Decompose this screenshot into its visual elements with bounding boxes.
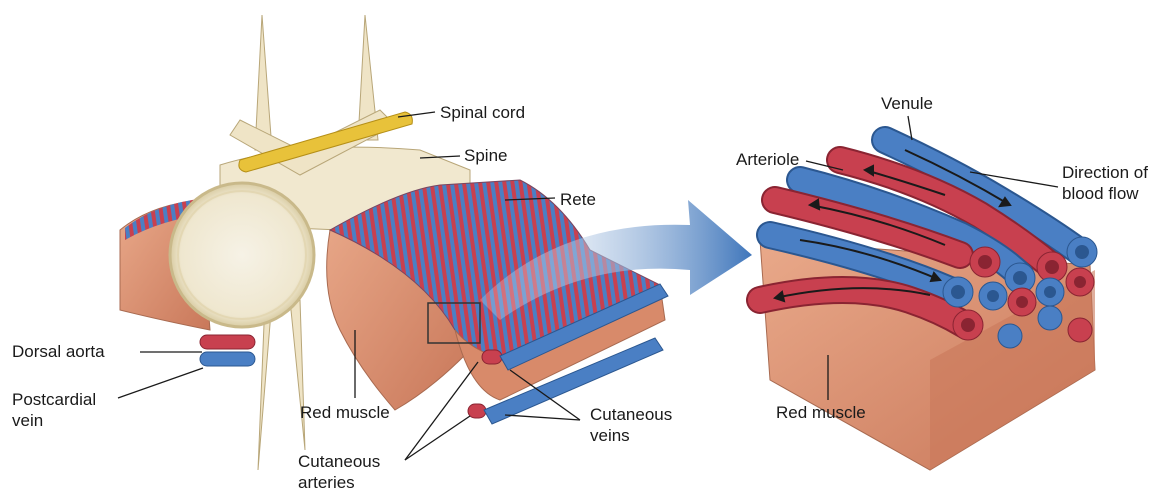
label-red-muscle-right: Red muscle — [776, 403, 866, 423]
label-dorsal-aorta: Dorsal aorta — [12, 342, 105, 362]
label-direction-line2: blood flow — [1062, 184, 1139, 204]
cutaneous-artery-2 — [468, 404, 486, 418]
label-venule: Venule — [881, 94, 933, 114]
dorsal-aorta — [200, 335, 255, 349]
haemal-spine-2 — [290, 300, 305, 450]
label-cutaneous-arteries-line2: arteries — [298, 473, 355, 493]
label-direction-line1: Direction of — [1062, 163, 1148, 183]
label-cutaneous-veins-line1: Cutaneous — [590, 405, 672, 425]
label-cutaneous-veins-line2: veins — [590, 426, 630, 446]
label-spinal-cord: Spinal cord — [440, 103, 525, 123]
label-cutaneous-arteries-line1: Cutaneous — [298, 452, 380, 472]
vertebra-disc — [170, 183, 314, 327]
postcardial-vein — [200, 352, 255, 366]
label-postcardial-vein-line2: vein — [12, 411, 43, 431]
label-postcardial-vein-line1: Postcardial — [12, 390, 96, 410]
cutaneous-artery-1 — [482, 350, 502, 364]
label-arteriole: Arteriole — [736, 150, 799, 170]
label-red-muscle-left: Red muscle — [300, 403, 390, 423]
label-spine: Spine — [464, 146, 507, 166]
label-rete: Rete — [560, 190, 596, 210]
